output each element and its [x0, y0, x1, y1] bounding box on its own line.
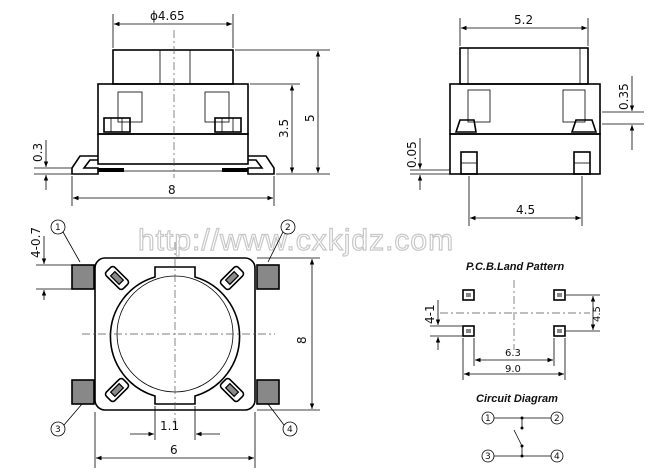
front-dim-height: 5	[303, 114, 317, 122]
pcb-dim-v: 4.5	[592, 306, 603, 322]
pcb-pad-1	[462, 289, 475, 301]
pcb-dim-pad: 4-1	[423, 304, 437, 324]
switch-body	[97, 83, 249, 135]
front-dim-width: 8	[168, 183, 176, 197]
side-base	[449, 133, 601, 175]
circuit-title: Circuit Diagram	[476, 393, 558, 405]
lead-3	[71, 379, 95, 405]
front-dim-body: 3.5	[277, 119, 291, 138]
lead-1	[71, 264, 95, 290]
actuator	[112, 49, 234, 85]
circuit-pin-2: 2	[554, 414, 560, 424]
watermark: http://www.cxkjdz.com	[138, 224, 454, 257]
switch-base	[97, 133, 249, 165]
pcb-dim-inner: 6.3	[505, 348, 521, 359]
circuit-diagram: Circuit Diagram 1 2 3 4	[476, 393, 564, 463]
pcb-pad-2	[553, 289, 566, 301]
pcb-dim-outer: 9.0	[505, 364, 521, 375]
plunger-outline	[109, 266, 241, 405]
top-dim-lead: 4-0.7	[29, 227, 43, 258]
top-view: 1 2 3 4 4-0.7 8 1.1 6	[29, 219, 320, 468]
side-dim-bottom: 4.5	[516, 203, 535, 217]
pcb-pad-3	[462, 325, 475, 337]
pin-label-4: 4	[287, 425, 293, 435]
lead-4	[256, 379, 280, 405]
pin-label-1: 1	[55, 223, 61, 233]
circuit-pin-3: 3	[485, 452, 491, 462]
pcb-land-pattern: P.C.B.Land Pattern 4-1 4.5 6.3 9.0	[423, 261, 603, 380]
side-body	[449, 83, 601, 135]
circuit-pin-1: 1	[485, 414, 491, 424]
pin-label-3: 3	[55, 425, 61, 435]
side-dim-b: 0.05	[405, 141, 419, 168]
top-dim-width: 6	[170, 443, 178, 457]
top-dim-height: 8	[295, 336, 309, 344]
circuit-pin-4: 4	[554, 452, 560, 462]
top-dim-center: 1.1	[160, 419, 179, 433]
side-view: 5.2 0.35 0.05 4.5	[405, 13, 644, 226]
front-view: ϕ4.65 5 3.5 0.3 8	[31, 9, 330, 206]
pin-label-2: 2	[285, 223, 291, 233]
front-dim-lead: 0.3	[31, 143, 45, 162]
side-actuator	[459, 47, 589, 85]
front-dim-top: ϕ4.65	[150, 9, 185, 23]
lead-2	[256, 264, 280, 290]
side-dim-a: 0.35	[617, 83, 631, 110]
side-dim-top: 5.2	[514, 13, 533, 27]
pcb-pad-4	[553, 325, 566, 337]
pcb-title: P.C.B.Land Pattern	[466, 261, 564, 273]
